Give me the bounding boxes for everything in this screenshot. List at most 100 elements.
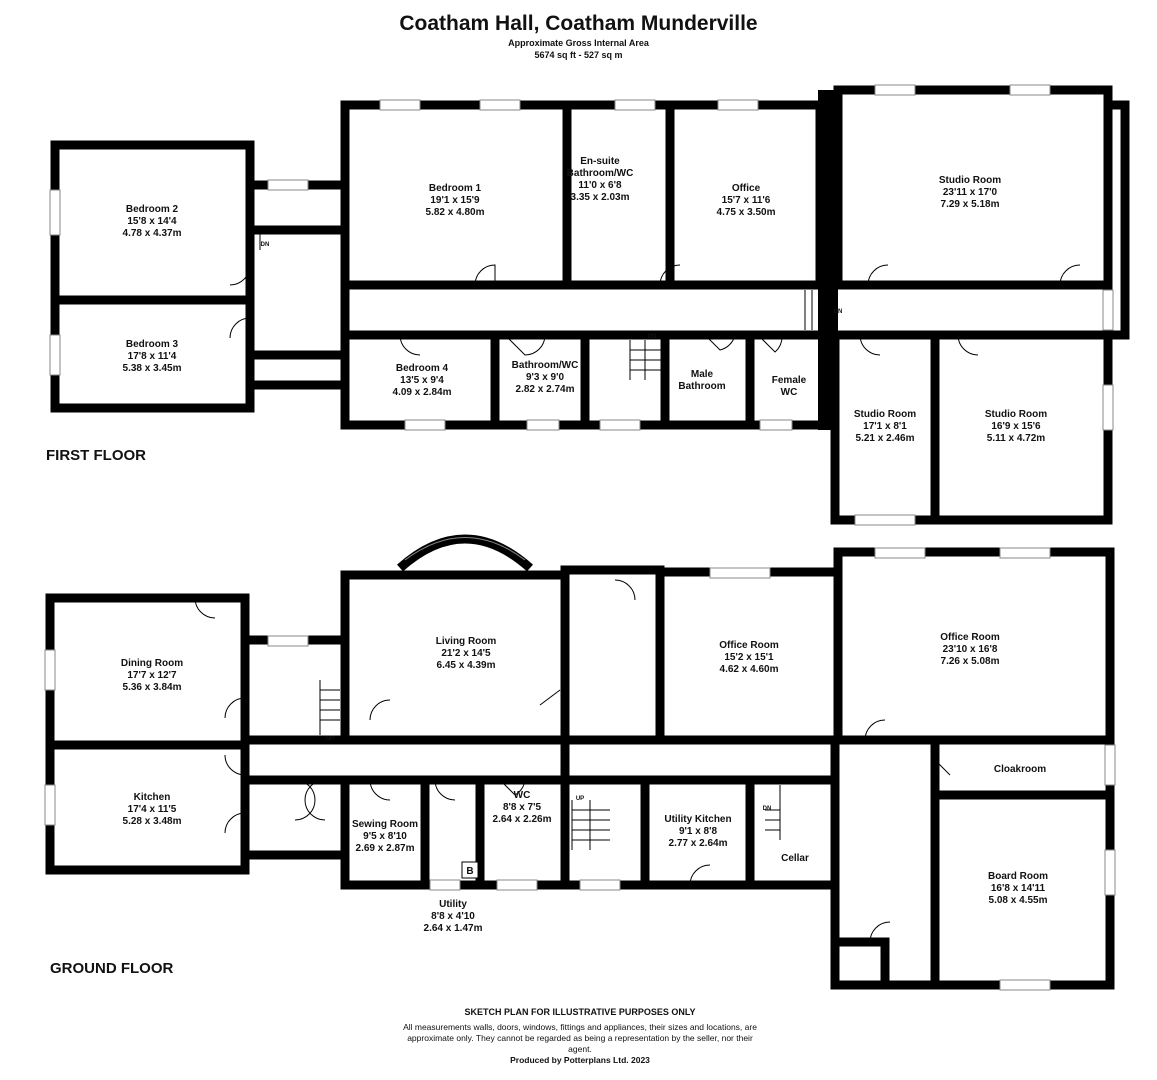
stair-dn-marker: DN [261,242,270,248]
svg-text:Office: Office [732,183,761,194]
room-label-bedroom-3: Bedroom 3 17'8 x 11'4 5.38 x 3.45m [123,339,182,374]
area-label: Approximate Gross Internal Area [508,38,649,48]
room-label-bathroom-wc: Bathroom/WC 9'3 x 9'0 2.82 x 2.74m [512,360,579,395]
room-label-cellar: Cellar [781,853,809,864]
svg-text:Office Room: Office Room [940,632,1000,643]
svg-text:9'5 x 8'10: 9'5 x 8'10 [363,831,407,842]
room-label-male-bathroom: Male Bathroom [678,369,725,392]
svg-text:8'8 x 4'10: 8'8 x 4'10 [431,911,475,922]
svg-text:8'8 x 7'5: 8'8 x 7'5 [503,802,542,813]
svg-text:Bathroom: Bathroom [678,381,725,392]
svg-text:4.62 x 4.60m: 4.62 x 4.60m [720,664,779,675]
svg-text:11'0 x 6'8: 11'0 x 6'8 [578,180,622,191]
svg-text:5.21 x 2.46m: 5.21 x 2.46m [856,433,915,444]
room-label-kitchen: Kitchen 17'4 x 11'5 5.28 x 3.48m [123,792,182,827]
room-cellar [745,775,840,890]
stair-dn-marker: DN [763,806,772,812]
svg-text:Male: Male [691,369,714,380]
boiler-marker: B [466,866,473,877]
room-label-female-wc: Female WC [772,375,807,398]
room-bedroom-4 [340,330,500,430]
ground-floor-plan: UP UP DN B Dining Room 17'7 x 12'7 5.36 … [44,534,1116,991]
room-sewing [340,775,430,890]
room-label-dining-room: Dining Room 17'7 x 12'7 5.36 x 3.84m [121,658,183,693]
svg-text:Bedroom 1: Bedroom 1 [429,183,482,194]
svg-text:5.11 x 4.72m: 5.11 x 4.72m [987,433,1045,444]
svg-text:4.09 x 2.84m: 4.09 x 2.84m [393,387,452,398]
svg-text:Cloakroom: Cloakroom [994,764,1046,775]
ground-floor-label: GROUND FLOOR [50,960,174,977]
svg-text:Bathroom/WC: Bathroom/WC [512,360,579,371]
footer-disclaimer: All measurements walls, doors, windows, … [403,1022,757,1054]
room-female-wc [745,330,830,430]
room-label-bedroom-4: Bedroom 4 13'5 x 9'4 4.09 x 2.84m [393,363,452,398]
svg-text:WC: WC [781,387,798,398]
svg-text:5.28 x 3.48m: 5.28 x 3.48m [123,816,182,827]
room-label-utility-kitchen: Utility Kitchen 9'1 x 8'8 2.77 x 2.64m [664,814,731,849]
room-label-office-room-2: Office Room 23'10 x 16'8 7.26 x 5.08m [940,632,1000,667]
stair-up-marker: UP [326,736,334,742]
plan-title: Coatham Hall, Coatham Munderville [399,12,758,35]
stair-dn-marker: DN [834,309,843,315]
ground-hall [240,735,585,785]
first-floor-plan: DN DN DN Bedroom 2 15'8 x 14'4 4.78 x 4.… [49,84,1130,526]
room-office-2 [833,547,1115,745]
svg-text:2.82 x 2.74m: 2.82 x 2.74m [516,384,575,395]
room-male-bathroom [660,330,755,430]
svg-text:17'7 x 12'7: 17'7 x 12'7 [127,670,177,681]
svg-text:Bedroom 2: Bedroom 2 [126,204,179,215]
stair-dn-marker: DN [648,334,657,340]
svg-text:Utility Kitchen: Utility Kitchen [664,814,731,825]
room-label-office: Office 15'7 x 11'6 4.75 x 3.50m [717,183,776,218]
room-board [930,790,1115,990]
svg-text:Bedroom 4: Bedroom 4 [396,363,449,374]
svg-text:Female: Female [772,375,807,386]
area-value: 5674 sq ft - 527 sq m [534,50,623,60]
room-label-sewing-room: Sewing Room 9'5 x 8'10 2.69 x 2.87m [352,819,418,854]
svg-text:Office Room: Office Room [719,640,779,651]
room-label-wc: WC 8'8 x 7'5 2.64 x 2.26m [493,790,552,825]
room-label-board-room: Board Room 16'8 x 14'11 5.08 x 4.55m [988,871,1048,906]
svg-text:9'3 x 9'0: 9'3 x 9'0 [526,372,565,383]
svg-text:6.45 x 4.39m: 6.45 x 4.39m [437,660,496,671]
svg-text:Kitchen: Kitchen [134,792,171,803]
svg-text:16'9 x 15'6: 16'9 x 15'6 [991,421,1041,432]
svg-text:Dining Room: Dining Room [121,658,183,669]
svg-text:15'2 x 15'1: 15'2 x 15'1 [724,652,774,663]
svg-text:En-suite: En-suite [580,156,620,167]
svg-text:Bathroom/WC: Bathroom/WC [567,168,634,179]
svg-text:2.64 x 1.47m: 2.64 x 1.47m [424,923,483,934]
svg-text:5.82 x 4.80m: 5.82 x 4.80m [426,207,485,218]
svg-text:23'10 x 16'8: 23'10 x 16'8 [943,644,998,655]
svg-text:5.36 x 3.84m: 5.36 x 3.84m [123,682,182,693]
svg-text:15'8 x 14'4: 15'8 x 14'4 [127,216,177,227]
svg-text:9'1 x 8'8: 9'1 x 8'8 [679,826,718,837]
svg-text:17'4 x 11'5: 17'4 x 11'5 [128,804,177,815]
svg-text:WC: WC [514,790,531,801]
svg-text:Studio Room: Studio Room [939,175,1001,186]
first-floor-corridor [340,280,1113,340]
svg-text:17'8 x 11'4: 17'8 x 11'4 [128,351,177,362]
room-label-utility: Utility 8'8 x 4'10 2.64 x 1.47m [424,899,483,934]
footer-heading: SKETCH PLAN FOR ILLUSTRATIVE PURPOSES ON… [464,1007,696,1017]
svg-text:23'11 x 17'0: 23'11 x 17'0 [943,187,998,198]
room-label-bedroom-1: Bedroom 1 19'1 x 15'9 5.82 x 4.80m [426,183,485,218]
room-label-studio-room-1: Studio Room 23'11 x 17'0 7.29 x 5.18m [939,175,1001,210]
svg-text:4.78 x 4.37m: 4.78 x 4.37m [123,228,182,239]
svg-text:2.64 x 2.26m: 2.64 x 2.26m [493,814,552,825]
svg-text:Studio Room: Studio Room [854,409,916,420]
svg-text:21'2 x 14'5: 21'2 x 14'5 [441,648,491,659]
svg-text:3.35 x 2.03m: 3.35 x 2.03m [571,192,630,203]
svg-text:7.26 x 5.08m: 7.26 x 5.08m [941,656,1000,667]
room-label-living-room: Living Room 21'2 x 14'5 6.45 x 4.39m [436,636,497,671]
room-label-office-room-1: Office Room 15'2 x 15'1 4.62 x 4.60m [719,640,779,675]
svg-text:2.69 x 2.87m: 2.69 x 2.87m [356,843,415,854]
svg-text:2.77 x 2.64m: 2.77 x 2.64m [669,838,728,849]
first-floor-label: FIRST FLOOR [46,447,146,464]
svg-text:Utility: Utility [439,899,467,910]
disclaimer-footer: SKETCH PLAN FOR ILLUSTRATIVE PURPOSES ON… [400,1007,760,1066]
svg-text:5.38 x 3.45m: 5.38 x 3.45m [123,363,182,374]
stair-room [580,330,670,430]
room-label-studio-room-2: Studio Room 17'1 x 8'1 5.21 x 2.46m [854,409,916,444]
